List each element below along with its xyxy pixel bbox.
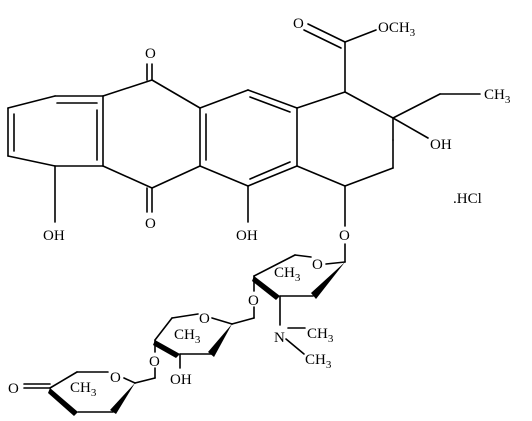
hcl-salt-label: .HCl — [453, 191, 482, 207]
ring1-o-label: O — [312, 257, 323, 273]
sugar1-o-link-label: O — [248, 293, 259, 309]
n-ch3-upper-label: CH3 — [307, 326, 334, 345]
ring2-oh-label: OH — [170, 372, 192, 388]
ester-carbonyl-o-label: O — [293, 16, 304, 32]
sugar-ring-3-bonds — [23, 371, 156, 416]
oh-c9-label: OH — [430, 137, 452, 153]
sugar-ring-2-bonds — [153, 313, 255, 379]
oxo-top-label: O — [145, 46, 156, 62]
ethyl-ch3-label: CH3 — [484, 87, 511, 106]
ester-group-label: OCH3 — [378, 20, 416, 39]
anthracycline-core-bonds — [7, 23, 481, 263]
glycosidic-o-label: O — [339, 228, 350, 244]
n-ch3-lower-label: CH3 — [305, 352, 332, 371]
sugar-ring-1-bonds — [252, 254, 346, 355]
ring2-ch3-label: CH3 — [174, 327, 201, 346]
oh-c6-label: OH — [236, 228, 258, 244]
ring1-ch3-label: CH3 — [274, 265, 301, 284]
ring3-o-label: O — [110, 370, 121, 386]
oxo-bottom-label: O — [145, 216, 156, 232]
sugar2-o-link-label: O — [149, 354, 160, 370]
oh-c4-label: OH — [43, 228, 65, 244]
ring2-o-label: O — [199, 311, 210, 327]
amine-n-label: N — [274, 330, 285, 346]
ring3-ch3-label: CH3 — [70, 380, 97, 399]
ring3-ketone-o-label: O — [8, 381, 19, 397]
